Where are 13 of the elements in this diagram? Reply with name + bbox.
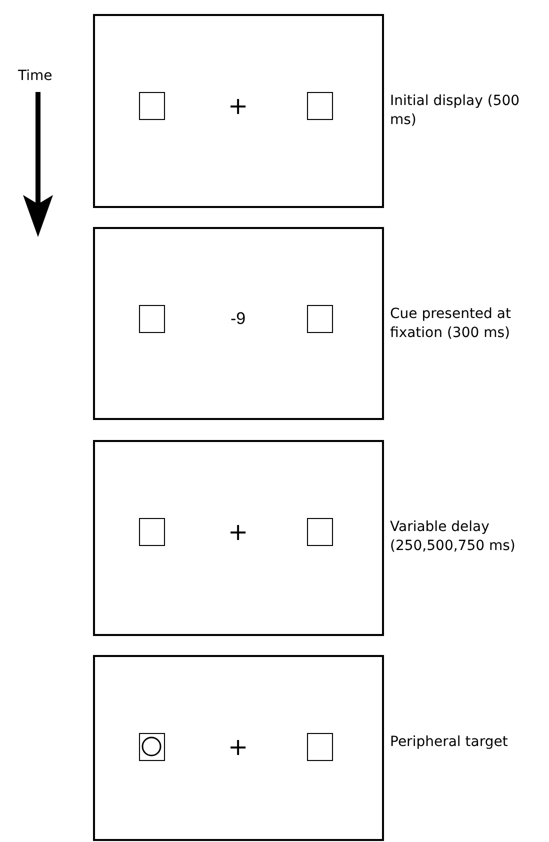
- phase-label: Peripheral target: [390, 733, 509, 752]
- phase-label: Initial display (500 ms): [390, 92, 521, 130]
- screen-frame: [93, 655, 384, 841]
- screen-frame: [93, 14, 384, 208]
- screen-frame: [93, 227, 384, 420]
- cue-number: -9: [229, 308, 247, 330]
- fixation-cross: +: [226, 94, 250, 118]
- fixation-cross: +: [226, 735, 250, 759]
- phase-label: Variable delay (250,500,750 ms): [390, 518, 516, 556]
- phase-label: Cue presented at fixation (300 ms): [390, 305, 512, 343]
- screen-frame: [93, 440, 384, 636]
- axis-label: Time: [18, 68, 52, 84]
- fixation-cross: +: [226, 520, 250, 544]
